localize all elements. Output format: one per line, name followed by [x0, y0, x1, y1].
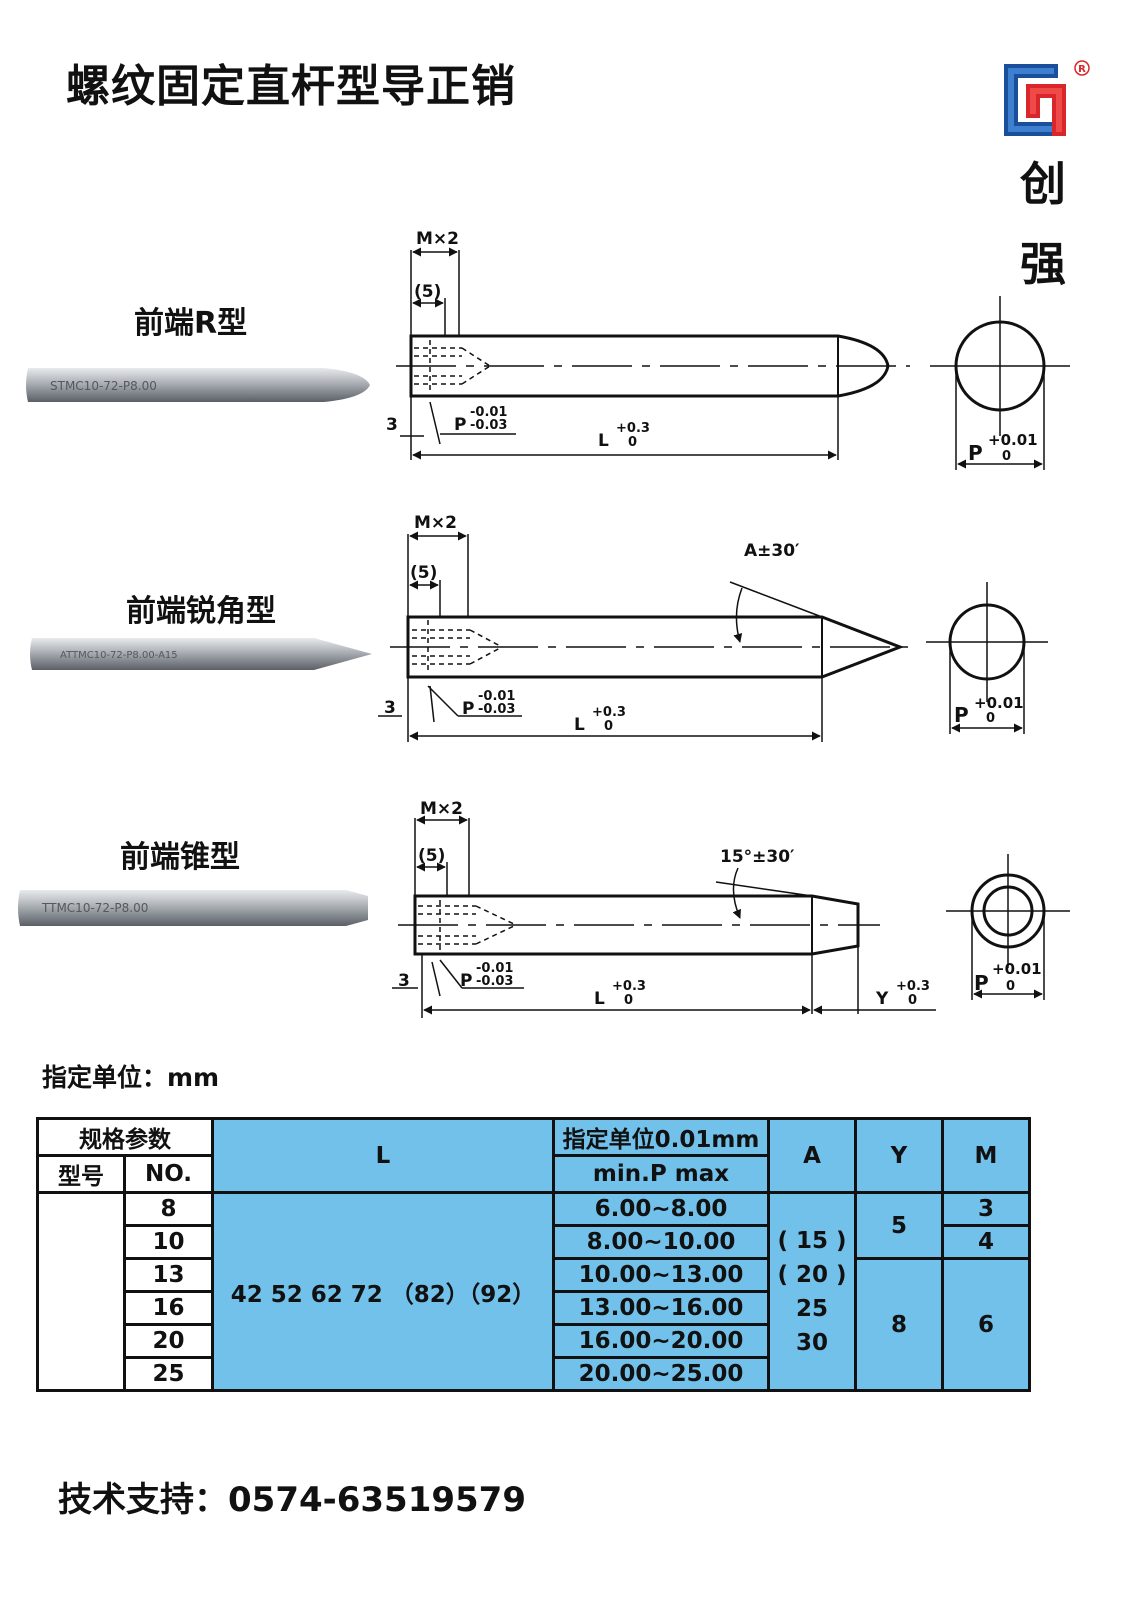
- technical-drawing: M×2 (5) 3 P -0.01 -0.03 L +0.3 0 P +0.01…: [378, 229, 1070, 1018]
- m-value-cell: 3: [941, 1191, 1031, 1227]
- header-l: L: [211, 1117, 555, 1194]
- a-value: 25: [795, 1295, 828, 1322]
- dim-p-1: P: [454, 415, 466, 435]
- dim-p-dia-2: P: [954, 703, 969, 727]
- dim-p-tol-upper-1: -0.01: [470, 405, 507, 420]
- dim-p-2: P: [462, 699, 474, 719]
- section-label-sharp-type: 前端锐角型: [126, 594, 276, 629]
- dim-p-plus-2: +0.01: [974, 694, 1024, 712]
- dim-p-zero-3: 0: [1006, 979, 1015, 994]
- a-value: ( 20 ): [777, 1261, 847, 1288]
- table-row-range: 20.00~25.00: [552, 1356, 770, 1392]
- dim-p-tol-upper-3: -0.01: [476, 961, 513, 976]
- pin-photo-sharp-type: ATTMC10-72-P8.00-A15: [30, 638, 372, 670]
- pin-photo-taper-type: TTMC10-72-P8.00: [18, 890, 368, 926]
- brand-char-2: 强: [1020, 237, 1066, 291]
- cq-logo-icon: R: [1004, 60, 1090, 136]
- dim-p-zero-2: 0: [986, 711, 995, 726]
- model-cell: [36, 1191, 126, 1392]
- table-row-range: 6.00~8.00: [552, 1191, 770, 1227]
- unit-note: 指定单位：mm: [42, 1063, 220, 1092]
- drawing-sharp-type: [378, 531, 1048, 742]
- spec-table: 规格参数 L 指定单位0.01mm A Y M 型号 NO. min.P max…: [36, 1117, 1031, 1392]
- table-row-no: 13: [123, 1257, 214, 1293]
- brand-char-1: 创: [1020, 157, 1066, 211]
- dim-l-1: L: [598, 431, 609, 451]
- a-values-cell: ( 15 ) ( 20 ) 25 30: [767, 1191, 857, 1392]
- dim-five-3: (5): [418, 846, 445, 866]
- pin-photo-r-type: STMC10-72-P8.00: [26, 368, 370, 402]
- a-value: 30: [795, 1329, 828, 1356]
- dim-p-plus-1: +0.01: [988, 431, 1038, 449]
- header-a: A: [767, 1117, 857, 1194]
- table-row-no: 8: [123, 1191, 214, 1227]
- dim-y-zero: 0: [908, 993, 917, 1008]
- dim-mx2-2: M×2: [414, 513, 457, 533]
- m-value-cell: 6: [941, 1257, 1031, 1392]
- table-row-range: 13.00~16.00: [552, 1290, 770, 1326]
- y-value-cell: 8: [854, 1257, 944, 1392]
- table-row-range: 16.00~20.00: [552, 1323, 770, 1359]
- pin-engraving-sharp: ATTMC10-72-P8.00-A15: [60, 650, 178, 661]
- dim-y: Y: [875, 989, 889, 1009]
- dim-angle-a: A±30′: [744, 541, 800, 561]
- header-m: M: [941, 1117, 1031, 1194]
- table-row-no: 16: [123, 1290, 214, 1326]
- section-label-r-type: 前端R型: [134, 306, 248, 341]
- dim-p-zero-1: 0: [1002, 449, 1011, 464]
- dim-three-2: 3: [384, 698, 396, 718]
- header-model: 型号: [36, 1154, 126, 1194]
- dim-p-dia-1: P: [968, 441, 983, 465]
- table-row-no: 10: [123, 1224, 214, 1260]
- dim-p-tol-lower-2: -0.03: [478, 702, 515, 717]
- tech-support-contact: 技术支持：0574-63519579: [58, 1480, 526, 1520]
- svg-text:R: R: [1078, 64, 1086, 75]
- dim-p-plus-3: +0.01: [992, 960, 1042, 978]
- drawing-taper-type: [392, 815, 1070, 1018]
- pin-engraving-taper: TTMC10-72-P8.00: [41, 901, 148, 915]
- dim-p-dia-3: P: [974, 971, 989, 995]
- header-minmax: min.P max: [552, 1154, 770, 1194]
- dim-l-zero-1: 0: [628, 435, 637, 450]
- dim-y-plus: +0.3: [896, 979, 930, 994]
- header-unit: 指定单位0.01mm: [552, 1117, 770, 1157]
- header-spec: 规格参数: [36, 1117, 214, 1157]
- drawing-r-type: [396, 247, 1070, 470]
- dim-p-3: P: [460, 971, 472, 991]
- table-row-no: 20: [123, 1323, 214, 1359]
- table-row-range: 10.00~13.00: [552, 1257, 770, 1293]
- dim-l-zero-2: 0: [604, 719, 613, 734]
- dim-mx2-3: M×2: [420, 799, 463, 819]
- section-label-taper-type: 前端锥型: [120, 840, 240, 875]
- dim-three-1: 3: [386, 415, 398, 435]
- table-row-no: 25: [123, 1356, 214, 1392]
- dim-p-tol-upper-2: -0.01: [478, 689, 515, 704]
- dim-five-2: (5): [410, 563, 437, 583]
- dim-mx2-1: M×2: [416, 229, 459, 249]
- page-title: 螺纹固定直杆型导正销: [66, 61, 516, 112]
- dim-l-plus-3: +0.3: [612, 979, 646, 994]
- dim-three-3: 3: [398, 971, 410, 991]
- dim-l-zero-3: 0: [624, 993, 633, 1008]
- dim-l-plus-1: +0.3: [616, 421, 650, 436]
- y-value-cell: 5: [854, 1191, 944, 1260]
- header-no: NO.: [123, 1154, 214, 1194]
- m-value-cell: 4: [941, 1224, 1031, 1260]
- header-y: Y: [854, 1117, 944, 1194]
- dim-l-plus-2: +0.3: [592, 705, 626, 720]
- pin-engraving-r: STMC10-72-P8.00: [50, 379, 157, 393]
- l-values-cell: 42 52 62 72 （82）（92）: [211, 1191, 555, 1392]
- dim-five-1: (5): [414, 282, 441, 302]
- dim-p-tol-lower-1: -0.03: [470, 418, 507, 433]
- dim-angle-15: 15°±30′: [720, 847, 795, 867]
- dim-l-3: L: [594, 989, 605, 1009]
- table-row-range: 8.00~10.00: [552, 1224, 770, 1260]
- dim-l-2: L: [574, 715, 585, 735]
- dim-p-tol-lower-3: -0.03: [476, 974, 513, 989]
- a-value: ( 15 ): [777, 1227, 847, 1254]
